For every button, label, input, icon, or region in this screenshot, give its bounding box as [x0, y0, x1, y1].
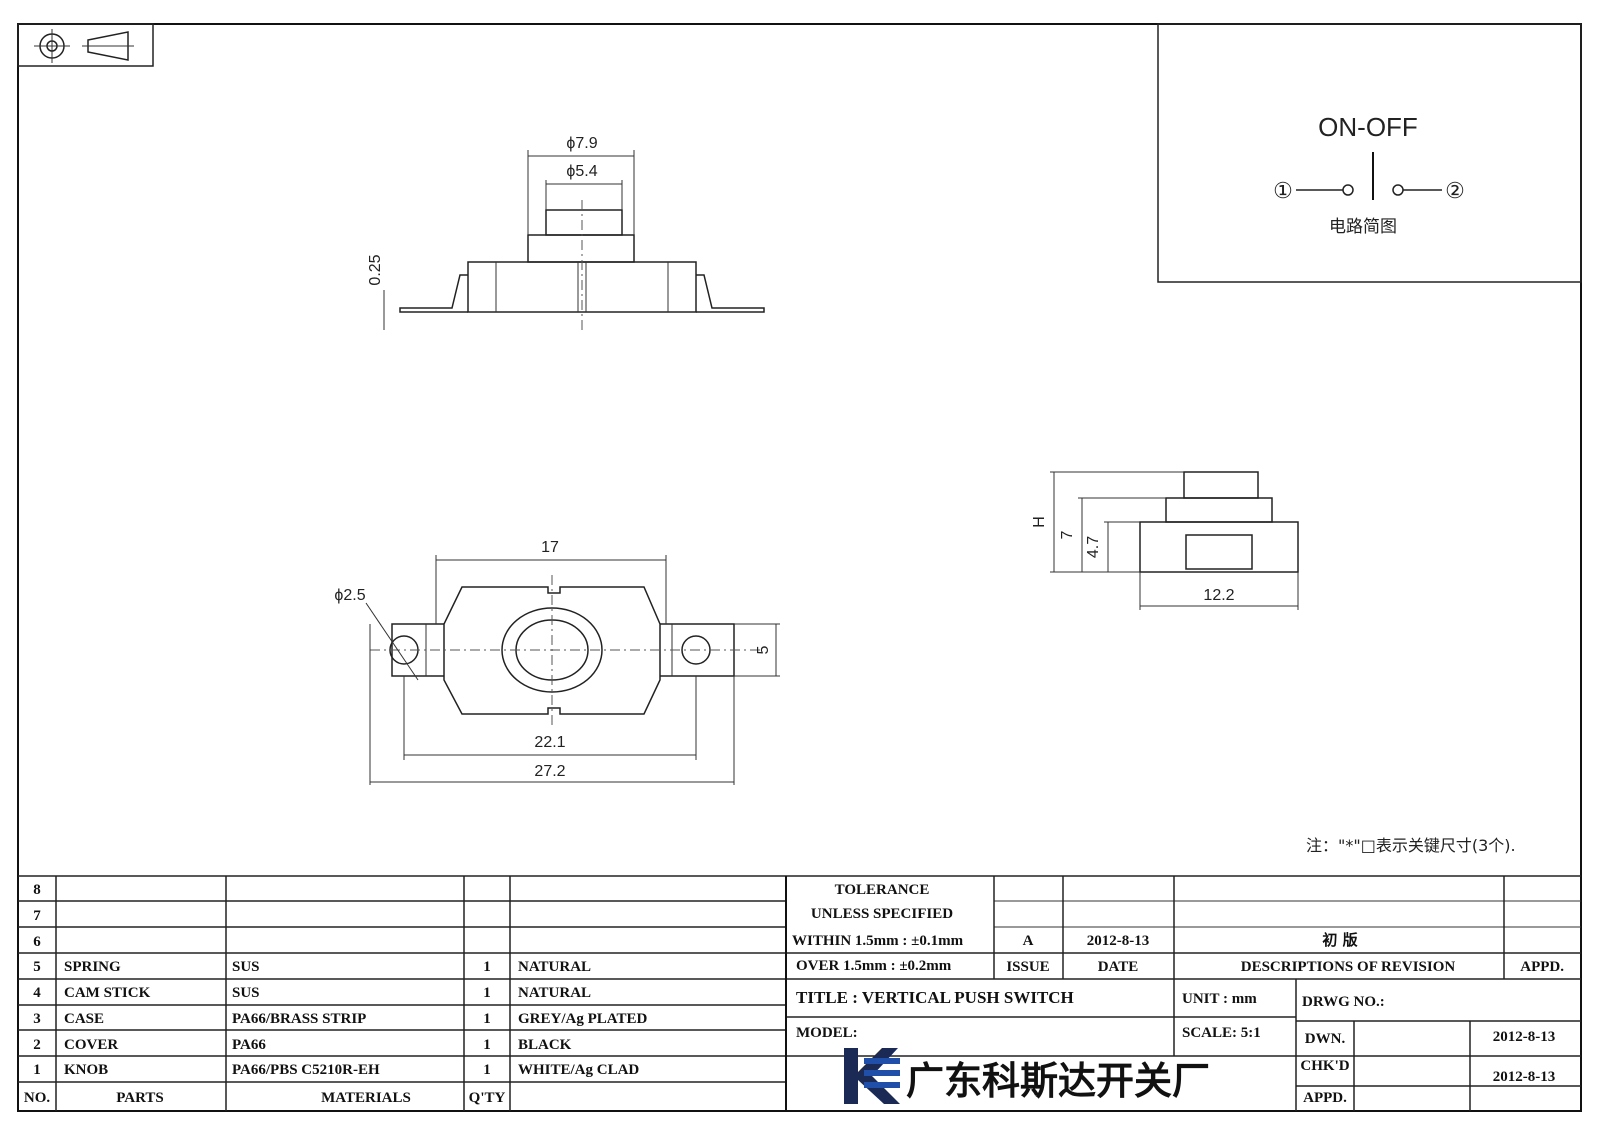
dim-272: 27.2: [534, 763, 565, 780]
bom-cell-no: 7: [33, 908, 41, 924]
revision-date: 2012-8-13: [1087, 933, 1150, 949]
bom-cell-no: 5: [33, 959, 41, 975]
bom-cell-material: SUS: [232, 959, 260, 975]
bom-cell-finish: GREY/Ag PLATED: [518, 1011, 647, 1027]
pin1-label: ①: [1273, 178, 1293, 203]
revision-issue: A: [1023, 933, 1034, 949]
dim-122: 12.2: [1203, 587, 1234, 604]
bom-cell-finish: WHITE/Ag CLAD: [518, 1062, 639, 1078]
dim-5: 5: [755, 645, 772, 654]
bom-cell-part: KNOB: [64, 1062, 108, 1078]
header-materials: MATERIALS: [321, 1090, 411, 1106]
drawing-note: 注："*"□表示关键尺寸(3个).: [1306, 836, 1516, 855]
drawing-number-label: DRWG NO.:: [1302, 994, 1385, 1010]
bom-cell-material: PA66/PBS C5210R-EH: [232, 1062, 380, 1078]
bom-cell-finish: NATURAL: [518, 959, 591, 975]
bom-cell-no: 4: [33, 985, 41, 1001]
header-no: NO.: [24, 1090, 51, 1106]
plan-view: 17 ϕ2.5 22.1 27.2 5: [334, 539, 780, 785]
title-block-grid: [18, 875, 1581, 1111]
issue-label: ISSUE: [1006, 959, 1049, 975]
unit-label: UNIT : mm: [1182, 991, 1257, 1007]
bom-cell-part: COVER: [64, 1037, 118, 1053]
bom-cell-qty: 1: [483, 1011, 491, 1027]
bom-cell-finish: BLACK: [518, 1037, 572, 1053]
date-label: DATE: [1098, 959, 1139, 975]
bom-cell-no: 2: [33, 1037, 41, 1053]
pin2-label: ②: [1445, 178, 1465, 203]
appd-label: APPD.: [1303, 1090, 1347, 1106]
appd-revision-label: APPD.: [1520, 959, 1564, 975]
tolerance-line1: TOLERANCE: [835, 882, 930, 898]
bom-cell-part: SPRING: [64, 959, 121, 975]
dim-17: 17: [541, 539, 559, 556]
descriptions-label: DESCRIPTIONS OF REVISION: [1241, 959, 1456, 975]
bom-cell-material: PA66/BRASS STRIP: [232, 1011, 366, 1027]
bom-cell-qty: 1: [483, 959, 491, 975]
side-view: H 7 4.7 12.2: [1031, 471, 1299, 610]
header-qty: Q'TY: [469, 1090, 506, 1106]
revision-description: 初 版: [1322, 931, 1357, 949]
bom-cell-material: SUS: [232, 985, 260, 1001]
bom-cell-finish: NATURAL: [518, 985, 591, 1001]
dim-221: 22.1: [534, 734, 565, 751]
chkd-date: 2012-8-13: [1493, 1069, 1556, 1085]
dim-phi54: ϕ5.4: [566, 163, 597, 180]
dim-025: 0.25: [367, 254, 384, 285]
bom-cell-no: 8: [33, 882, 41, 898]
dim-H: H: [1031, 516, 1048, 528]
front-view: ϕ7.9 ϕ5.4 0.25: [367, 135, 765, 330]
circuit-diagram: ON-OFF ① ② 电路简图: [1157, 23, 1582, 283]
company-name: 广东科斯达开关厂: [906, 1059, 1210, 1103]
dim-phi25: ϕ2.5: [334, 587, 365, 604]
dwn-date: 2012-8-13: [1493, 1029, 1556, 1045]
circuit-caption: 电路简图: [1329, 217, 1397, 237]
bom-cell-no: 6: [33, 934, 41, 950]
dim-phi79: ϕ7.9: [566, 135, 597, 152]
dwn-label: DWN.: [1305, 1031, 1346, 1047]
scale-label: SCALE: 5:1: [1182, 1025, 1261, 1041]
bom-cell-no: 3: [33, 1011, 41, 1027]
bom-cell-part: CAM STICK: [64, 985, 151, 1001]
bom-cell-part: CASE: [64, 1011, 104, 1027]
tolerance-line2: UNLESS SPECIFIED: [811, 906, 953, 922]
bom-cell-material: PA66: [232, 1037, 266, 1053]
bom-cell-no: 1: [33, 1062, 41, 1078]
tolerance-line4: OVER 1.5mm : ±0.2mm: [796, 958, 952, 974]
dim-7: 7: [1059, 530, 1076, 539]
chkd-label: CHK'D: [1300, 1058, 1349, 1074]
company-logo-icon: [844, 1048, 900, 1104]
model-label: MODEL:: [796, 1025, 858, 1041]
drawing-title: TITLE : VERTICAL PUSH SWITCH: [796, 988, 1074, 1007]
tolerance-line3: WITHIN 1.5mm : ±0.1mm: [792, 933, 964, 949]
drawing-border: [17, 23, 1582, 1112]
dim-47: 4.7: [1085, 536, 1102, 558]
bom-cell-qty: 1: [483, 1037, 491, 1053]
bom-cell-qty: 1: [483, 985, 491, 1001]
bom-cell-qty: 1: [483, 1062, 491, 1078]
projection-symbol-icon: [17, 23, 154, 67]
header-parts: PARTS: [116, 1090, 164, 1106]
circuit-label: ON-OFF: [1318, 112, 1418, 142]
